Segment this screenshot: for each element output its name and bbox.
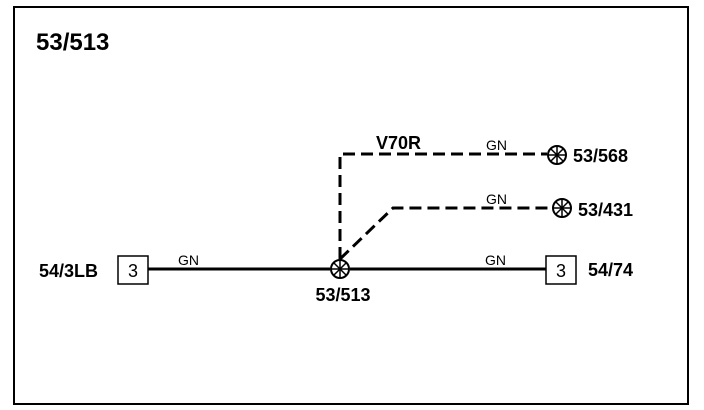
connector-right-pin: 3 (556, 261, 566, 281)
splice-upper-label: 53/568 (573, 146, 628, 166)
splice-center-label: 53/513 (315, 285, 370, 305)
wire-color-right: GN (485, 252, 506, 268)
connector-right-box (545, 255, 577, 285)
wire-color-middle: GN (486, 191, 507, 207)
wire-branch-upper (338, 152, 547, 259)
variant-label: V70R (376, 133, 421, 153)
wire-color-upper: GN (486, 137, 507, 153)
wire-branch-middle (338, 206, 552, 261)
connector-left-box (117, 255, 149, 285)
splice-middle-label: 53/431 (578, 200, 633, 220)
diagram-title: 53/513 (36, 29, 109, 56)
splice-middle-icon (552, 198, 572, 218)
connector-left-pin: 3 (128, 261, 138, 281)
connector-left-label: 54/3LB (39, 261, 98, 281)
splice-center-icon (330, 259, 350, 279)
connector-right-label: 54/74 (588, 260, 633, 280)
wire-color-left: GN (178, 252, 199, 268)
splice-upper-icon (547, 145, 567, 165)
diagram-frame (13, 6, 689, 405)
